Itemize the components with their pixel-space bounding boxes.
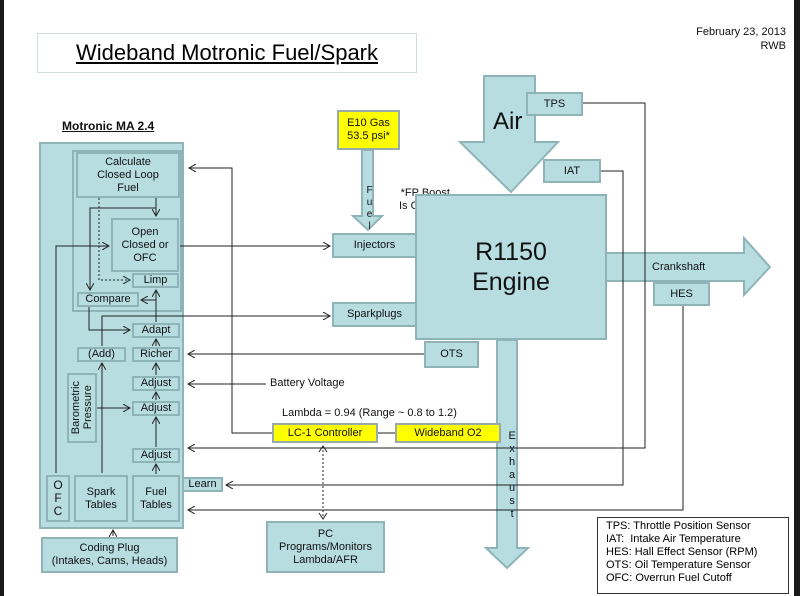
tps-box: TPS — [526, 92, 583, 116]
page-title: Wideband Motronic Fuel/Spark — [37, 33, 417, 73]
add-box: (Add) — [77, 347, 126, 362]
legend-item: IAT: Intake Air Temperature — [606, 533, 741, 545]
wideband-o2-box: Wideband O2 — [395, 423, 501, 443]
iat-box: IAT — [543, 159, 601, 183]
legend-item: TPS: Throttle Position Sensor — [606, 520, 751, 532]
date-label: February 23, 2013 — [696, 26, 786, 38]
adjust-baro-box: Adjust — [132, 401, 180, 416]
ots-box: OTS — [424, 341, 479, 368]
richer-box: Richer — [132, 347, 180, 362]
lambda-note: Lambda = 0.94 (Range ~ 0.8 to 1.2) — [282, 407, 457, 419]
lc1-controller-box: LC-1 Controller — [272, 423, 378, 443]
barometric-pressure-box: Barometric Pressure — [67, 373, 97, 443]
adjust-battery-box: Adjust — [132, 376, 180, 391]
legend-item: OTS: Oil Temperature Sensor — [606, 559, 751, 571]
legend-item: OFC: Overrun Fuel Cutoff — [606, 572, 732, 584]
air-label: Air — [493, 108, 523, 135]
compare-box: Compare — [77, 292, 139, 307]
adjust-lambda-box: Adjust — [132, 448, 180, 463]
crankshaft-label: Crankshaft — [652, 261, 706, 273]
diagram-canvas: Wideband Motronic Fuel/Spark February 23… — [4, 0, 794, 596]
battery-voltage-label: Battery Voltage — [270, 377, 345, 389]
abbreviation-legend: TPS: Throttle Position Sensor IAT: Intak… — [597, 517, 789, 594]
legend-item: HES: Hall Effect Sensor (RPM) — [606, 546, 758, 558]
sparkplugs-box: Sparkplugs — [332, 302, 417, 327]
limp-box: Limp — [132, 273, 179, 288]
learn-box: Learn — [182, 477, 223, 492]
coding-plug-box: Coding Plug(Intakes, Cams, Heads) — [41, 537, 178, 573]
author-label: RWB — [760, 40, 786, 52]
adapt-box: Adapt — [132, 323, 180, 338]
hes-box: HES — [653, 282, 710, 306]
injectors-box: Injectors — [332, 233, 417, 258]
ecu-label: Motronic MA 2.4 — [62, 119, 155, 133]
